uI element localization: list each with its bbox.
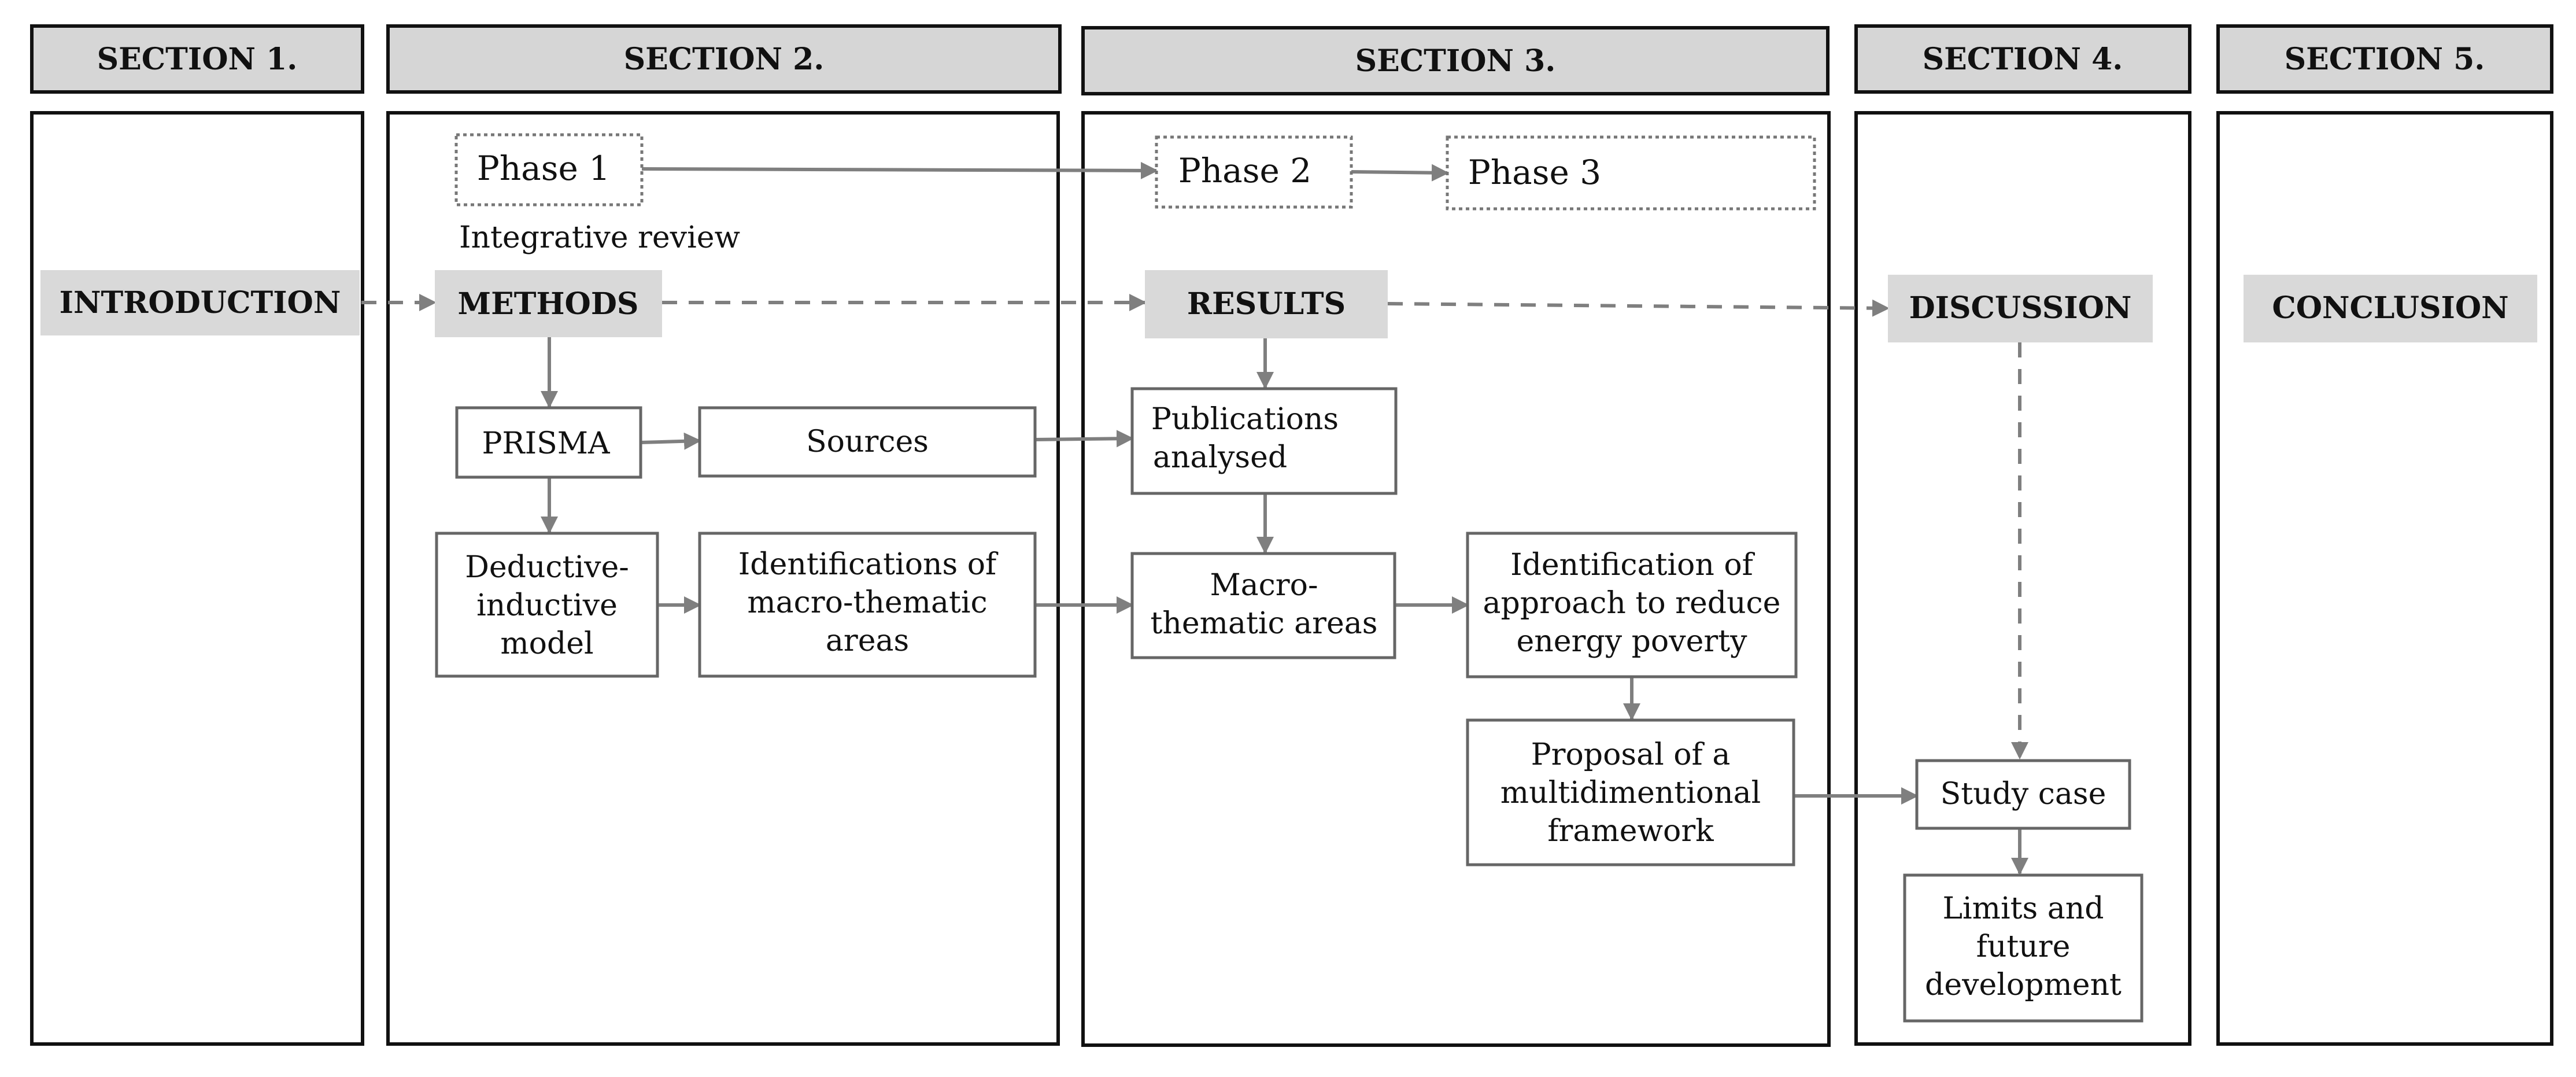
sources-label: Sources <box>806 425 929 459</box>
section-panel-5 <box>2216 111 2553 1046</box>
approach-line-3: energy poverty <box>1517 624 1748 659</box>
deductive-line-2: inductive <box>476 588 618 623</box>
deductive-inductive-model-box: Deductive- inductive model <box>435 532 659 678</box>
identifications-line-2: macro-thematic <box>747 585 987 620</box>
stage-discussion: DISCUSSION <box>1888 275 2153 342</box>
phase-2-label: Phase 2 <box>1178 151 1311 190</box>
stage-introduction-label: INTRODUCTION <box>60 285 341 320</box>
section-header-3-label: SECTION 3. <box>1355 43 1556 79</box>
study-case-label: Study case <box>1941 777 2106 812</box>
section-header-1-label: SECTION 1. <box>97 42 298 77</box>
publications-line-2: analysed <box>1153 440 1287 475</box>
stage-results-label: RESULTS <box>1187 286 1346 322</box>
arrow-prisma-to-sources <box>640 432 701 450</box>
study-case-box: Study case <box>1915 759 2131 830</box>
section-header-5-label: SECTION 5. <box>2285 42 2485 77</box>
publications-line-1: Publications <box>1151 402 1339 437</box>
section-panel-4 <box>1854 111 2191 1046</box>
section-header-5: SECTION 5. <box>2216 24 2553 94</box>
proposal-line-2: multidimentional <box>1500 776 1761 810</box>
stage-conclusion-label: CONCLUSION <box>2272 290 2508 326</box>
stage-results: RESULTS <box>1145 270 1388 338</box>
stage-discussion-label: DISCUSSION <box>1909 290 2132 326</box>
proposal-framework-box: Proposal of a multidimentional framework <box>1466 718 1795 866</box>
approach-line-2: approach to reduce <box>1483 586 1781 621</box>
prisma-label: PRISMA <box>482 426 611 461</box>
sources-box: Sources <box>698 406 1037 478</box>
stage-introduction: INTRODUCTION <box>40 270 360 335</box>
phase-2-box: Phase 2 <box>1155 135 1353 209</box>
identifications-line-3: areas <box>826 624 909 658</box>
identifications-line-1: Identifications of <box>738 547 999 582</box>
deductive-line-3: model <box>500 626 593 661</box>
section-header-1: SECTION 1. <box>30 24 364 94</box>
identification-of-approach-box: Identification of approach to reduce ene… <box>1466 532 1798 678</box>
limits-line-1: Limits and <box>1943 891 2104 926</box>
section-header-4: SECTION 4. <box>1854 24 2191 94</box>
limits-future-development-box: Limits and future development <box>1903 873 2143 1023</box>
arrow-phase2-to-phase3 <box>1351 164 1449 182</box>
phase-1-label: Phase 1 <box>477 149 610 188</box>
section-header-4-label: SECTION 4. <box>1923 42 2123 77</box>
arrow-results-to-discussion <box>1387 299 1890 317</box>
macro-line-2: thematic areas <box>1151 606 1378 641</box>
connectors <box>361 161 2028 875</box>
limits-line-3: development <box>1925 968 2122 1002</box>
publications-analysed-box: Publications analysed <box>1130 387 1398 495</box>
arrow-phase1-to-phase2 <box>641 161 1158 179</box>
section-panel-2 <box>386 111 1060 1046</box>
stage-methods-label: METHODS <box>458 286 639 322</box>
prisma-box: PRISMA <box>455 406 642 479</box>
macro-thematic-areas-box: Macro- thematic areas <box>1130 552 1396 659</box>
phase-3-box: Phase 3 <box>1446 135 1816 211</box>
proposal-line-1: Proposal of a <box>1531 737 1731 772</box>
proposal-line-3: framework <box>1547 814 1714 849</box>
section-header-3: SECTION 3. <box>1081 26 1830 95</box>
identifications-box: Identifications of macro-thematic areas <box>698 532 1037 678</box>
phase-3-label: Phase 3 <box>1468 153 1601 192</box>
section-header-2: SECTION 2. <box>386 24 1062 94</box>
macro-line-1: Macro- <box>1210 568 1318 603</box>
section-panel-1 <box>30 111 364 1046</box>
deductive-line-1: Deductive- <box>465 550 629 585</box>
integrative-review-note: Integrative review <box>459 220 740 255</box>
approach-line-1: Identification of <box>1510 548 1755 582</box>
stage-methods: METHODS <box>435 270 662 337</box>
section-header-2-label: SECTION 2. <box>624 42 825 77</box>
section-panel-3 <box>1081 111 1831 1047</box>
stage-conclusion: CONCLUSION <box>2244 275 2537 342</box>
arrow-sources-to-publications <box>1034 430 1134 448</box>
phase-1-box: Phase 1 <box>454 133 644 206</box>
limits-line-2: future <box>1976 930 2071 964</box>
